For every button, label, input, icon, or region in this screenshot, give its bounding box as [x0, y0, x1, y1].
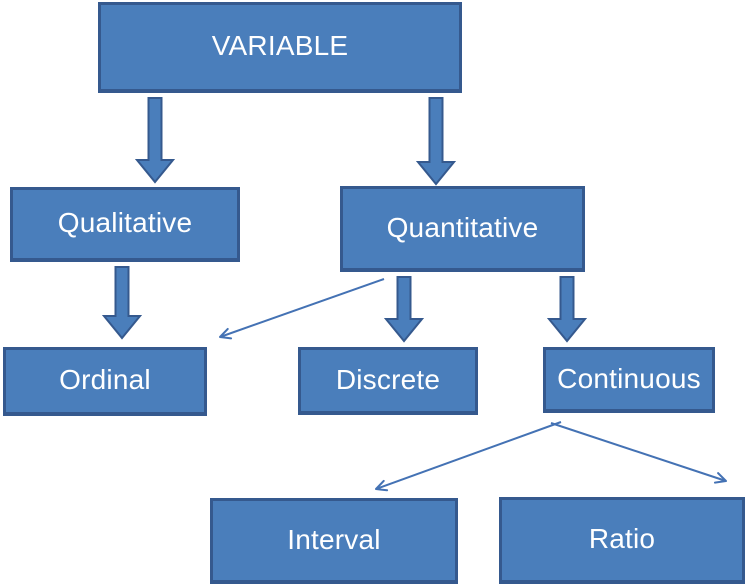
node-qualitative-label: Qualitative [57, 207, 193, 238]
node-ratio: Ratio [499, 497, 745, 584]
arrow-continuous-to-interval [375, 421, 562, 492]
node-discrete-label: Discrete [335, 363, 441, 395]
node-continuous: Continuous [543, 347, 715, 413]
node-interval: Interval [210, 498, 458, 584]
node-qualitative: Qualitative [10, 187, 240, 262]
arrow-variable-to-quantitative [415, 97, 457, 186]
node-variable: VARIABLE [98, 2, 462, 93]
node-interval-label: Interval [287, 523, 381, 555]
arrow-continuous-to-ratio [550, 422, 727, 484]
node-quantitative-label: Quantitative [386, 211, 539, 243]
node-ordinal: Ordinal [3, 347, 207, 416]
node-variable-label: VARIABLE [211, 30, 349, 61]
node-ordinal-label: Ordinal [59, 364, 151, 395]
node-ratio-label: Ratio [588, 523, 656, 554]
node-discrete: Discrete [298, 347, 478, 415]
node-quantitative: Quantitative [340, 186, 585, 272]
arrow-qualitative-to-ordinal [101, 266, 143, 340]
arrow-variable-to-qualitative [134, 97, 176, 184]
arrow-quantitative-to-ordinal [219, 278, 385, 340]
arrow-quantitative-to-continuous [546, 276, 588, 343]
node-continuous-label: Continuous [557, 362, 701, 394]
arrow-quantitative-to-discrete [383, 276, 425, 343]
